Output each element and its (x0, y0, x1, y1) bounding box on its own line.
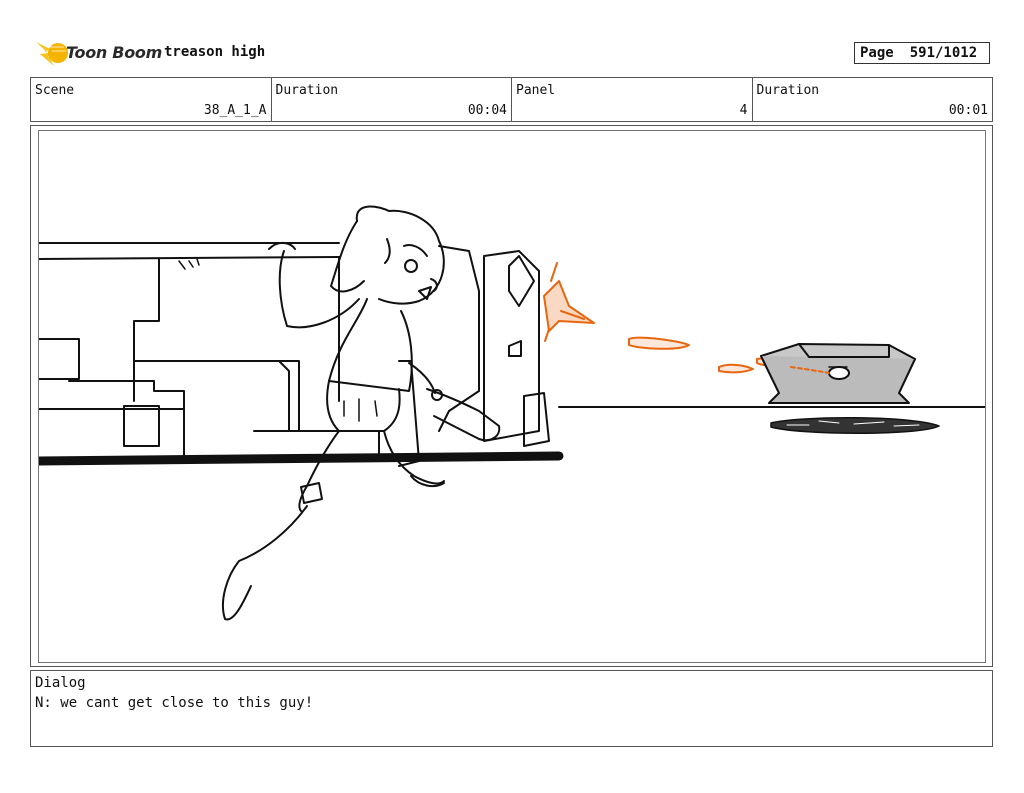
dialog-label: Dialog (35, 675, 86, 691)
scene-label: Scene (35, 83, 75, 98)
panel-duration-label: Duration (756, 83, 820, 98)
panel-drawing (38, 130, 986, 663)
panel-label: Panel (516, 83, 556, 98)
page-label: Page (860, 45, 894, 61)
scene-value: 38_A_1_A (203, 103, 267, 118)
project-title: treason high (164, 44, 266, 60)
enemy-bunker (760, 343, 940, 434)
scene-duration-value: 00:04 (467, 103, 507, 118)
machine-sketch (39, 242, 564, 467)
panel-duration-cell: Duration 00:01 (753, 78, 993, 121)
muzzle-flash (543, 262, 782, 374)
scene-duration-label: Duration (275, 83, 339, 98)
scene-info-row: Scene 38_A_1_A Duration 00:04 Panel 4 Du… (30, 77, 993, 122)
girl-character-sketch (221, 205, 501, 621)
page-indicator: Page 591/1012 (854, 42, 990, 64)
scene-cell: Scene 38_A_1_A (31, 78, 272, 121)
panel-value: 4 (739, 103, 748, 118)
dialog-box: Dialog N: we cant get close to this guy! (30, 670, 993, 747)
panel-frame (30, 125, 993, 667)
panel-duration-value: 00:01 (948, 103, 988, 118)
logo-text: Toon Boom (66, 43, 162, 62)
dialog-text: N: we cant get close to this guy! (35, 695, 314, 711)
storyboard-sketch (39, 205, 985, 621)
scene-duration-cell: Duration 00:04 (272, 78, 512, 121)
page-number: 591/1012 (909, 45, 978, 61)
toon-boom-logo-icon (36, 42, 68, 66)
panel-cell: Panel 4 (512, 78, 753, 121)
